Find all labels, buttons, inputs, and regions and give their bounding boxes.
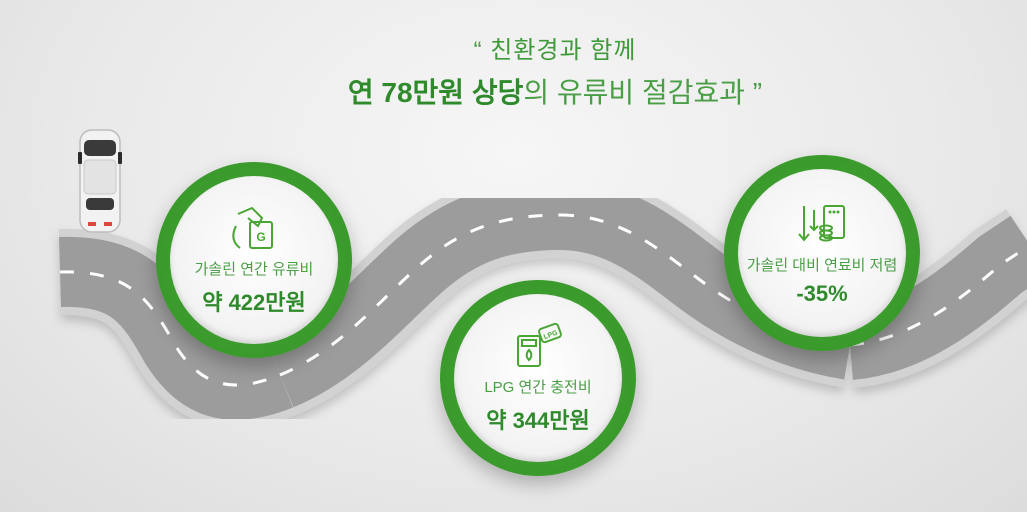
headline: “ 친환경과 함께 연 78만원 상당의 유류비 절감효과 ” xyxy=(0,30,1027,111)
svg-text:LPG: LPG xyxy=(543,329,559,341)
badge-fuel-savings: 가솔린 대비 연료비 저렴 -35% xyxy=(724,155,920,351)
badge-gasoline-cost: G 가솔린 연간 유류비 약 422만원 xyxy=(156,162,352,358)
badge-gasoline-value: 약 422만원 xyxy=(202,289,306,315)
headline-line2-bold: 연 78만원 상당 xyxy=(347,77,524,108)
svg-text:G: G xyxy=(256,230,265,244)
badge-gasoline-label: 가솔린 연간 유류비 xyxy=(194,260,314,278)
car-icon xyxy=(78,129,122,233)
badge-savings-value: -35% xyxy=(796,280,848,306)
badge-lpg-cost: LPG LPG 연간 충전비 약 344만원 xyxy=(440,280,636,476)
badge-lpg-label: LPG 연간 충전비 xyxy=(484,378,592,396)
headline-line2: 연 78만원 상당의 유류비 절감효과 ” xyxy=(0,71,1027,111)
badge-savings-label: 가솔린 대비 연료비 저렴 xyxy=(746,256,898,274)
headline-line2-rest: 의 유류비 절감효과 ” xyxy=(523,77,763,108)
cost-down-icon xyxy=(798,204,845,242)
lpg-station-icon: LPG xyxy=(517,322,562,367)
headline-line1: “ 친환경과 함께 xyxy=(473,37,637,64)
gas-pump-icon: G xyxy=(232,206,273,249)
badge-lpg-value: 약 344만원 xyxy=(486,407,590,433)
